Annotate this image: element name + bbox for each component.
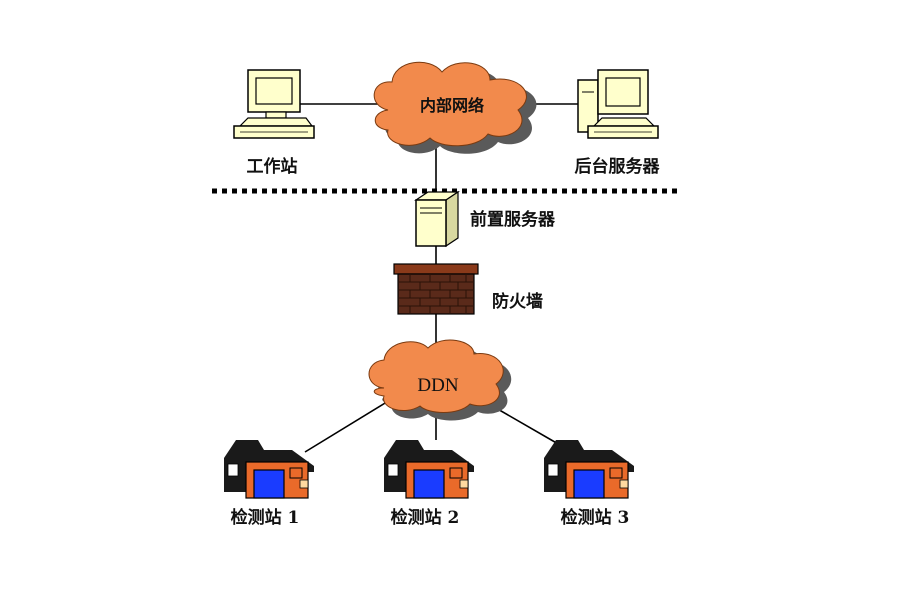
- ddn-label: DDN: [417, 375, 458, 396]
- station-2-label: 检测站 2: [391, 507, 460, 528]
- firewall-brick-wall-icon: [393, 263, 479, 315]
- workstation: 工作站: [233, 69, 315, 177]
- internal-network-label: 内部网络: [420, 96, 484, 115]
- inspection-station-1: 检测站 1: [224, 440, 314, 528]
- ddn-cloud: DDN: [368, 339, 512, 421]
- inspection-station-3: 检测站 3: [544, 440, 634, 528]
- front-server: 前置服务器: [414, 190, 556, 248]
- backend-server-icon: [577, 69, 659, 139]
- workstation-label: 工作站: [247, 156, 298, 177]
- station-3-label: 检测站 3: [561, 507, 630, 528]
- firewall: 防火墙: [393, 263, 543, 315]
- station-1-label: 检测站 1: [231, 507, 300, 528]
- station-building-icon: [544, 440, 634, 499]
- internal-network-cloud: 内部网络: [373, 61, 537, 154]
- link-ddn-station-1: [304, 399, 391, 453]
- backend-server-label: 后台服务器: [575, 156, 661, 177]
- firewall-label: 防火墙: [492, 291, 543, 312]
- cloud-shape: [373, 61, 527, 147]
- front-server-label: 前置服务器: [470, 209, 556, 230]
- station-building-icon: [384, 440, 474, 499]
- station-building-icon: [224, 440, 314, 499]
- workstation-icon: [233, 69, 315, 139]
- backend-server: 后台服务器: [575, 69, 661, 177]
- front-server-icon: [414, 190, 460, 248]
- cloud-shape: [368, 339, 504, 413]
- inspection-station-2: 检测站 2: [384, 440, 474, 528]
